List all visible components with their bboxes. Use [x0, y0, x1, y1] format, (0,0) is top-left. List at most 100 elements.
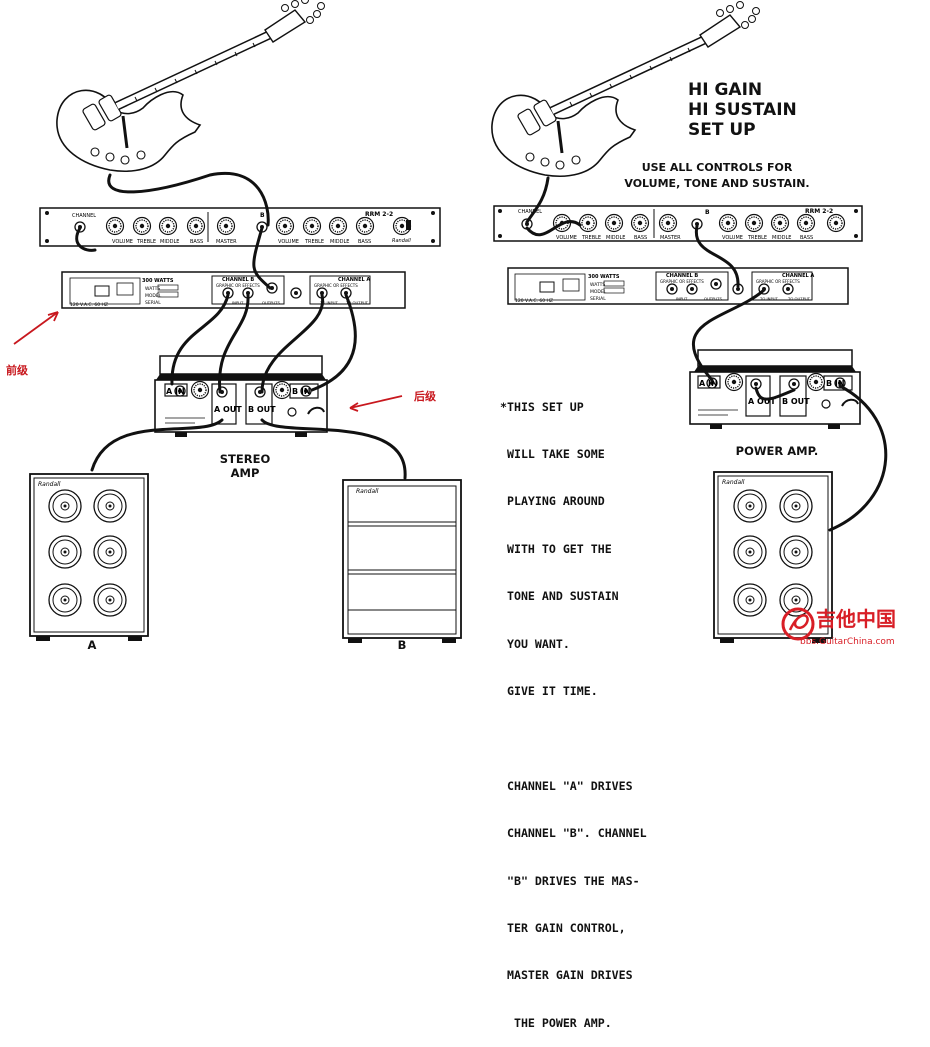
note-line: *THIS SET UP — [500, 399, 584, 414]
power-amp-label: POWER AMP. — [735, 444, 819, 458]
right-preamp-channel-label: CHANNEL — [518, 209, 542, 215]
stereo-amp-label-line2: AMP — [230, 466, 260, 480]
right-power-effects-b: GRAPHIC OR EFFECTS — [660, 279, 704, 284]
right-power-channel-a: CHANNEL A — [782, 273, 814, 279]
left-knob-label-2: TREBLE — [136, 239, 156, 245]
note-line: CHANNEL "A" DRIVES — [500, 778, 633, 793]
title-line-3: SET UP — [688, 120, 756, 140]
watermark-url: bbs.GuitarChina.com — [800, 637, 895, 647]
right-cables — [525, 176, 888, 532]
cabinet-b-brand: Randall — [356, 488, 379, 495]
left-preamp-rack: CHANNEL B RRM 2-2 VOLUME TREBLE MIDDLE B… — [39, 207, 441, 247]
right-power-effects-a: GRAPHIC OR EFFECTS — [756, 279, 800, 284]
instructions-line-1: USE ALL CONTROLS FOR — [641, 161, 793, 174]
left-preamp-model: RRM 2-2 — [365, 211, 393, 218]
setup-note: *THIS SET UP WILL TAKE SOME PLAYING AROU… — [500, 368, 647, 1047]
left-knob-label-3: MIDDLE — [160, 239, 179, 245]
right-amp-b-in: B IN — [826, 379, 845, 388]
left-power-io-4: TO OUTPUT — [345, 300, 369, 305]
right-knob-label-8: MIDDLE — [772, 235, 791, 241]
left-preamp-channel-b: B — [260, 212, 265, 219]
right-cabinet: Randall — [713, 471, 833, 643]
right-knob-label-1: VOLUME — [556, 235, 577, 241]
left-power-channel-a: CHANNEL A — [338, 277, 370, 283]
right-amp-a-in: A IN — [699, 379, 718, 388]
setup-diagram: CHANNEL B RRM 2-2 VOLUME TREBLE MIDDLE B… — [13, 0, 896, 647]
left-power-channel-b: CHANNEL B — [222, 277, 254, 283]
right-amp-b-out: B OUT — [782, 397, 810, 406]
left-amp-b-in: B IN — [292, 387, 311, 396]
instructions-line-2: VOLUME, TONE AND SUSTAIN. — [624, 177, 810, 190]
left-amp-a-in: A IN — [166, 387, 185, 396]
right-amp-a-out: A OUT — [748, 397, 776, 406]
right-knob-label-7: TREBLE — [747, 235, 767, 241]
note-line: PLAYING AROUND — [500, 494, 605, 509]
right-power-watts: 300 WATTS — [588, 274, 620, 280]
right-preamp-rack: CHANNEL B RRM 2-2 VOLUME TREBLE MIDDLE B… — [493, 205, 863, 242]
left-power-watts: 300 WATTS — [142, 278, 174, 284]
note-line: TONE AND SUSTAIN — [500, 589, 619, 604]
right-power-rack: 300 WATTS WATTS MODEL SERIAL 120 V.A.C. … — [507, 267, 849, 305]
left-preamp-channel-label: CHANNEL — [72, 213, 96, 219]
right-cabinet-brand: Randall — [722, 479, 745, 486]
left-guitar — [57, 0, 325, 171]
left-knob-label-8: MIDDLE — [330, 239, 349, 245]
right-power-field-3: SERIAL — [590, 296, 606, 302]
right-knob-label-4: BASS — [634, 235, 647, 241]
title-line-1: HI GAIN — [688, 80, 763, 100]
preamp-annotation: 前级 — [6, 364, 28, 377]
note-line — [500, 731, 647, 747]
left-cabinet-a: Randall — [29, 473, 149, 641]
left-amp-b-out: B OUT — [248, 405, 276, 414]
watermark-cn: 吉他中国 — [816, 607, 896, 631]
left-power-field-1: WATTS — [145, 286, 160, 292]
left-knob-label-9: BASS — [358, 239, 371, 245]
note-line: CHANNEL "B". CHANNEL — [500, 826, 647, 841]
note-line: MASTER GAIN DRIVES — [500, 968, 633, 983]
right-power-field-2: MODEL — [590, 289, 607, 295]
left-knob-label-5: MASTER — [216, 239, 237, 245]
left-cables — [75, 171, 407, 480]
postamp-annotation: 后级 — [414, 390, 436, 403]
right-knob-label-9: BASS — [800, 235, 813, 241]
right-power-io-2: OUTPUTS — [704, 296, 722, 301]
stereo-amp-label-line1: STEREO — [219, 452, 271, 466]
left-knob-label-7: TREBLE — [304, 239, 324, 245]
left-power-field-3: SERIAL — [145, 300, 161, 306]
right-knob-label-3: MIDDLE — [606, 235, 625, 241]
cabinet-a-brand: Randall — [38, 481, 61, 488]
note-line: WILL TAKE SOME — [500, 446, 605, 461]
stereo-amp-label: STEREO AMP — [210, 452, 280, 480]
left-power-effects-a: GRAPHIC OR EFFECTS — [314, 283, 358, 288]
left-power-io-1: INPUT — [232, 300, 244, 305]
note-line: GIVE IT TIME. — [500, 683, 598, 698]
right-power-io-1: INPUT — [676, 296, 688, 301]
right-power-field-1: WATTS — [590, 282, 605, 288]
right-power-amp: A IN A OUT B OUT B IN — [689, 349, 861, 429]
watermark-logo: 吉他中国 bbs.GuitarChina.com — [781, 607, 896, 647]
title-line-2: HI SUSTAIN — [688, 100, 797, 120]
right-power-io-4: TO OUTPUT — [787, 296, 811, 301]
right-knob-label-5: MASTER — [660, 235, 681, 241]
left-power-rack: 300 WATTS WATTS MODEL SERIAL 120 V.A.C. … — [61, 271, 406, 309]
cabinet-a-label: A — [87, 638, 97, 652]
left-knob-label-4: BASS — [190, 239, 203, 245]
left-knob-label-1: VOLUME — [112, 239, 133, 245]
left-amp-a-out: A OUT — [214, 405, 242, 414]
right-preamp-model: RRM 2-2 — [805, 208, 833, 215]
left-power-io-2: OUTPUTS — [262, 300, 280, 305]
left-stereo-amp: A IN A OUT B OUT B IN — [154, 355, 328, 437]
left-power-effects-b: GRAPHIC OR EFFECTS — [216, 283, 260, 288]
left-power-voltage: 120 V.A.C. 60 HZ — [70, 302, 108, 308]
right-power-io-3: TO INPUT — [759, 296, 779, 301]
right-preamp-channel-b: B — [705, 209, 710, 216]
annotation-arrows — [13, 311, 403, 412]
note-line: YOU WANT. — [500, 636, 570, 651]
right-power-channel-b: CHANNEL B — [666, 273, 698, 279]
note-line: WITH TO GET THE — [500, 541, 612, 556]
right-knob-label-6: VOLUME — [722, 235, 743, 241]
left-power-io-3: TO INPUT — [319, 300, 339, 305]
left-cabinet-b: Randall — [342, 479, 462, 643]
note-line: TER GAIN CONTROL, — [500, 920, 626, 935]
left-knob-label-6: VOLUME — [278, 239, 299, 245]
